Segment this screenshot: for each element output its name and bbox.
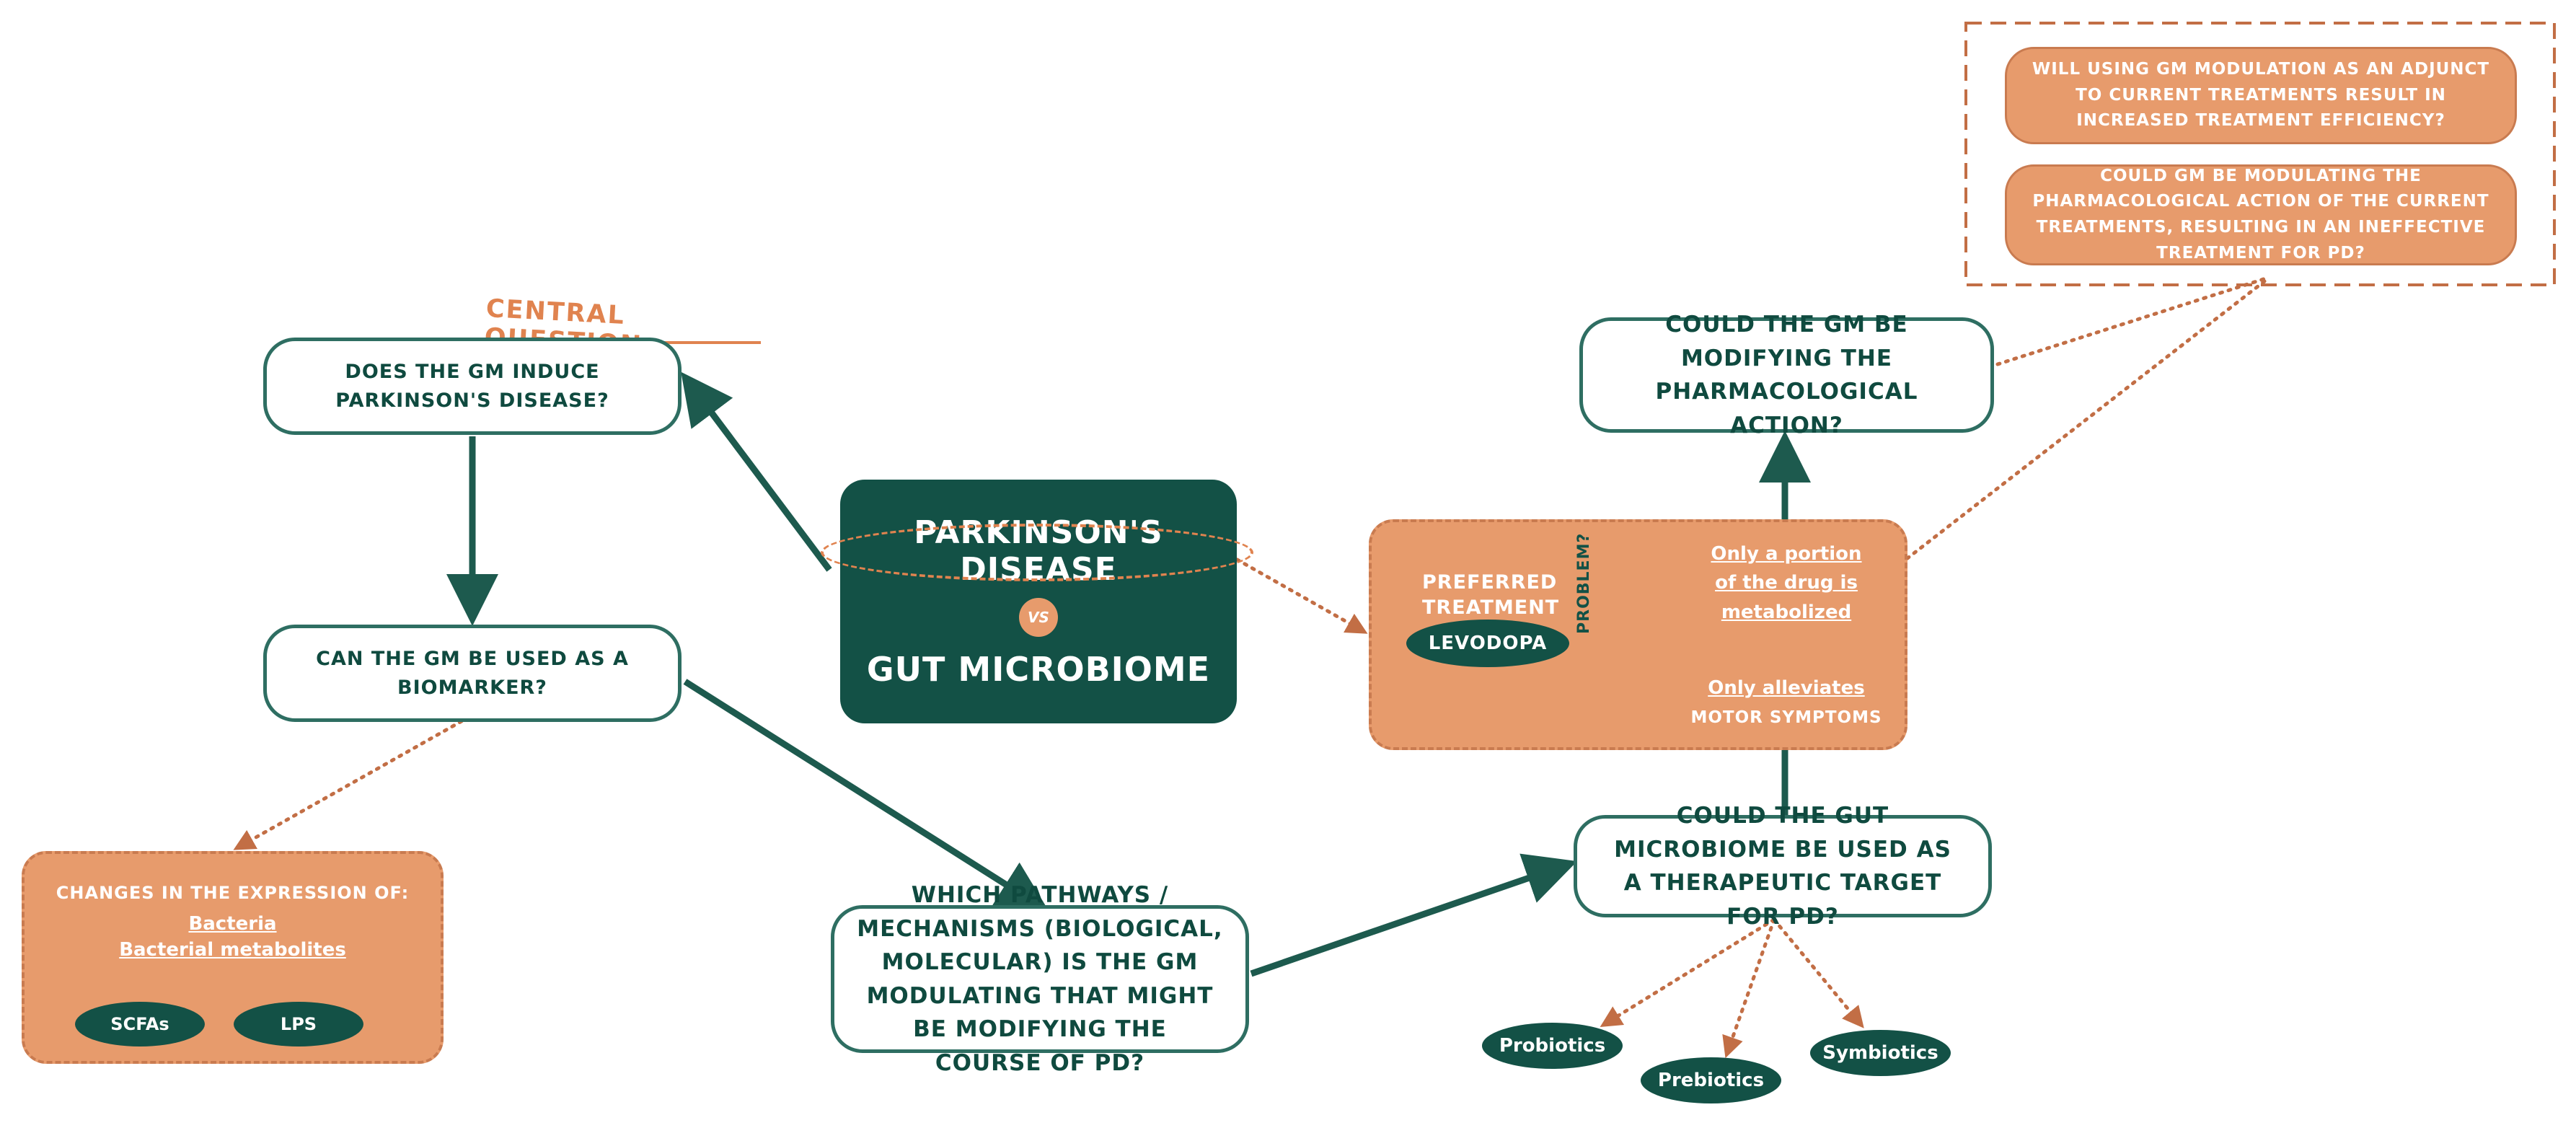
question-adjunct: WILL USING GM MODULATION AS AN ADJUNCT T… (2005, 47, 2517, 144)
vs-badge: VS (1019, 598, 1058, 637)
vs-label: VS (1028, 609, 1049, 626)
central-node: PARKINSON'S DISEASE VS GUT MICROBIOME (840, 480, 1237, 723)
central-line2: GUT MICROBIOME (866, 650, 1211, 689)
prebiotics-pill: Prebiotics (1641, 1057, 1781, 1103)
dotted-arrow-target-to-prebiotics (1722, 917, 1776, 1059)
lps-pill: LPS (234, 1002, 363, 1047)
changes-bacteria: Bacteria (188, 913, 277, 935)
preferred-treatment-label: PREFERRED TREATMENT (1422, 571, 1560, 620)
dotted-arrow-target-to-probiotics (1600, 917, 1776, 1027)
question-modifying-action: COULD THE GM BE MODIFYING THE PHARMACOLO… (1579, 312, 1994, 439)
arrow-biomarker-to-pathways (683, 679, 1050, 912)
issue-alleviates-underlined: Only alleviates (1708, 677, 1865, 699)
changes-title: CHANGES IN THE EXPRESSION OF: (56, 883, 410, 903)
question-modulating: COULD GM BE MODULATING THE PHARMACOLOGIC… (2005, 164, 2517, 265)
probiotics-pill: Probiotics (1482, 1023, 1623, 1069)
question-induce: DOES THE GM INDUCE PARKINSON'S DISEASE? (263, 338, 682, 435)
open-questions-container (1964, 22, 2556, 286)
changes-metabolites: Bacterial metabolites (119, 939, 346, 961)
arrow-pathways-to-target (1250, 853, 1578, 977)
highlight-ellipse (821, 524, 1253, 581)
issue-motor-symptoms: MOTOR SYMPTOMS (1690, 708, 1882, 727)
changes-panel: CHANGES IN THE EXPRESSION OF: Bacteria B… (22, 851, 444, 1064)
problem-label: PROBLEM? (1575, 532, 1593, 634)
dotted-arrow-biomarker-to-changes (233, 719, 464, 850)
arrow-center-to-induce (681, 371, 832, 572)
dotted-line-modifying-to-questions (1995, 276, 2270, 366)
question-pathways: WHICH PATHWAYS / MECHANISMS (BIOLOGICAL,… (831, 882, 1249, 1076)
scfas-pill: SCFAs (75, 1002, 205, 1047)
dotted-arrow-target-to-symbiotics (1772, 917, 1864, 1028)
dotted-arrow-center-to-treatment (1227, 553, 1368, 634)
treatment-panel: PREFERRED TREATMENT LEVODOPA PROBLEM? On… (1369, 519, 1907, 750)
levodopa-pill: LEVODOPA (1406, 620, 1569, 667)
question-therapeutic-target: COULD THE GUT MICROBIOME BE USED AS A TH… (1574, 803, 1992, 930)
dotted-arrow-questions-to-issue1 (1874, 279, 2267, 584)
symbiotics-pill: Symbiotics (1810, 1030, 1951, 1076)
question-biomarker: CAN THE GM BE USED AS A BIOMARKER? (263, 625, 682, 722)
issue-portion-metabolized: Only a portion of the drug is metabolize… (1711, 543, 1862, 623)
